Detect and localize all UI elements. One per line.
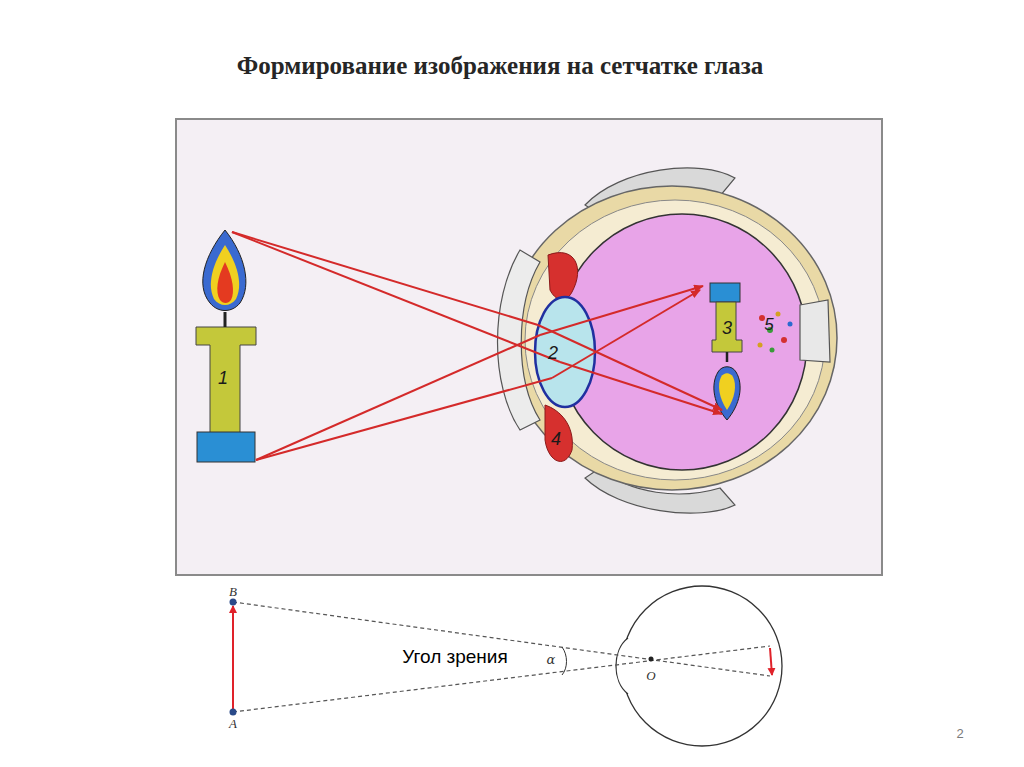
ciliary-muscle: [545, 405, 572, 461]
retina-spot: [758, 312, 793, 353]
cornea-outline: [616, 638, 628, 694]
object-arrow: [232, 606, 234, 712]
light-ray: [232, 232, 722, 460]
point-label: O: [644, 669, 657, 683]
sclera: [507, 186, 837, 490]
callout-number: 5: [764, 316, 773, 335]
point-a: [230, 709, 237, 716]
image-arrow: [770, 648, 772, 675]
eye-outline: [622, 586, 782, 746]
angle-label: Угол зрения: [396, 645, 513, 670]
ciliary-muscle: [548, 253, 578, 300]
callout-number: 1: [218, 369, 228, 389]
callout-number: 3: [722, 319, 732, 339]
angle-arc: [562, 647, 567, 675]
lens: [535, 297, 595, 407]
page-number: 2: [956, 727, 963, 741]
callout-number: 2: [548, 344, 558, 364]
point-label: A: [229, 717, 237, 731]
callout-number: 4: [551, 430, 561, 450]
retina-image: [710, 283, 742, 420]
point-b: [230, 599, 237, 606]
angle-symbol: α: [545, 653, 558, 667]
picture-frame: [176, 119, 882, 575]
choroid: [525, 200, 825, 480]
point-label: B: [229, 585, 237, 599]
slide-title: Формирование изображения на сетчатке гла…: [237, 52, 764, 80]
candle: [196, 230, 256, 462]
point-o: [649, 657, 654, 662]
optic-nerve: [800, 300, 830, 362]
sight-line: [233, 602, 770, 712]
